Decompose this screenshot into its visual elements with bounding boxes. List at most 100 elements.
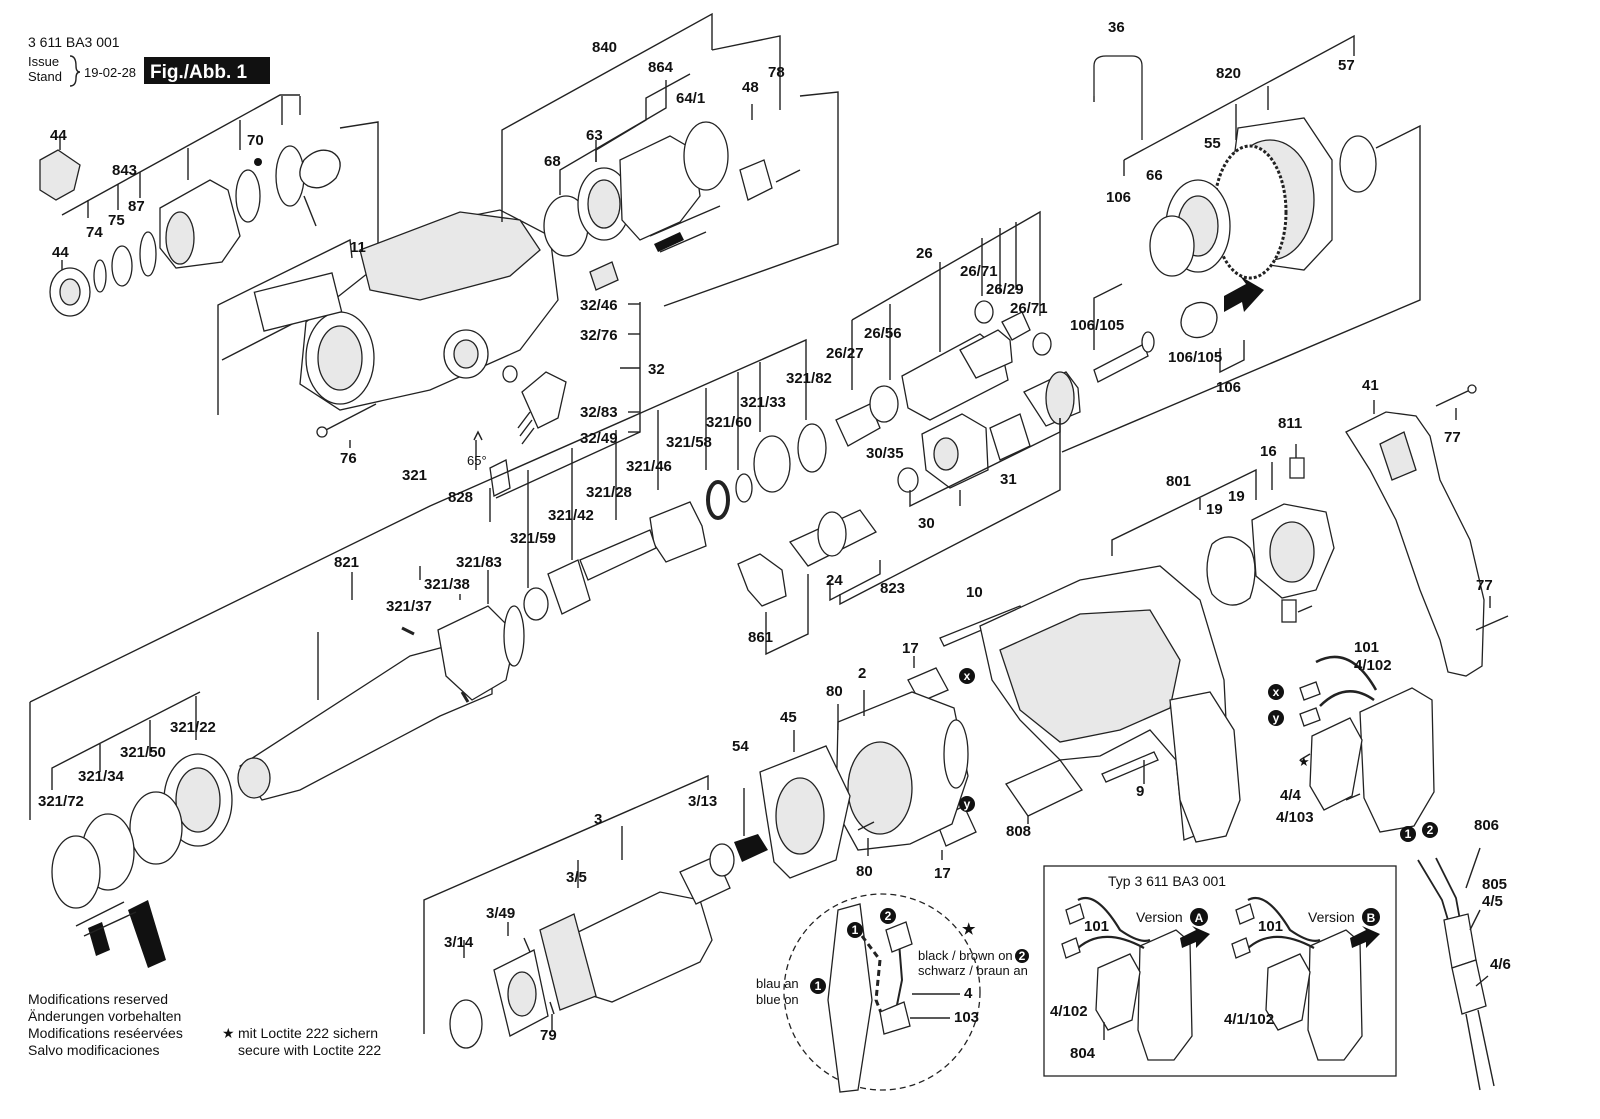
part-44-cap: [39, 149, 81, 201]
part-3-13-bearing: [709, 843, 735, 877]
label-321-58: 321/58: [666, 434, 712, 451]
label-4-6: 4/6: [1490, 956, 1511, 973]
svg-text:2: 2: [1427, 823, 1434, 837]
footer: Modifications reserved Änderungen vorbeh…: [28, 991, 381, 1058]
label-321-72: 321/72: [38, 793, 84, 810]
part-321-38-gear: [437, 605, 517, 701]
inset-box: [1043, 865, 1397, 1077]
label-321-42: 321/42: [548, 507, 594, 524]
inset-b-trigger: [1265, 953, 1311, 1031]
label-63: 63: [586, 127, 603, 144]
label-74: 74: [86, 224, 103, 241]
schwarz-braun-an-text: schwarz / braun an: [918, 963, 1028, 978]
label-9: 9: [1136, 783, 1144, 800]
part-106-coil: [1180, 301, 1218, 339]
label-801: 801: [1166, 473, 1191, 490]
label-26: 26: [916, 245, 933, 262]
label-45: 45: [780, 709, 797, 726]
part-321-59: [523, 587, 549, 621]
stand-label: Stand: [28, 69, 62, 84]
inset-version-b: B: [1367, 911, 1376, 925]
part-321-46: [649, 501, 707, 563]
label-864: 864: [648, 59, 674, 76]
inset-4-102: 4/102: [1050, 1003, 1088, 1020]
part-54: [734, 834, 768, 862]
part-106-105-spring: [1093, 343, 1149, 383]
label-76: 76: [340, 450, 357, 467]
inset-b-switch: [1307, 929, 1363, 1061]
leader-823: [839, 418, 1061, 606]
leader-78: [711, 35, 781, 110]
label-3-5: 3/5: [566, 869, 587, 886]
part-31-bearing: [989, 413, 1031, 461]
part-77-screw-bottom: [1475, 615, 1509, 631]
part-861-bracket: [737, 553, 787, 607]
label-26-27: 26/27: [826, 345, 864, 362]
label-77-bottom: 77: [1476, 577, 1493, 594]
switch-group: [1299, 655, 1435, 833]
label-321-82: 321/82: [786, 370, 832, 387]
label-32-49: 32/49: [580, 430, 618, 447]
label-41: 41: [1362, 377, 1379, 394]
part-57-ring: [1339, 135, 1377, 193]
part-101-cable: [1315, 655, 1378, 691]
svg-text:1: 1: [1405, 827, 1412, 841]
label-321-34: 321/34: [78, 768, 125, 785]
loctite-line-2: secure with Loctite 222: [238, 1042, 381, 1058]
label-823: 823: [880, 580, 905, 597]
part-87-ring: [139, 231, 157, 277]
label-843: 843: [112, 162, 137, 179]
marker-1-cord: 1: [1400, 826, 1416, 842]
part-30-35: [897, 467, 919, 493]
part-79-screw: [549, 1001, 555, 1015]
label-54: 54: [732, 738, 749, 755]
inset-title: Typ 3 611 BA3 001: [1108, 873, 1226, 889]
handle-group: [1345, 384, 1509, 677]
label-103-detail: 103: [954, 1009, 979, 1026]
part-32-lever: [521, 371, 567, 429]
label-80-top: 80: [826, 683, 843, 700]
label-32-76: 32/76: [580, 327, 618, 344]
svg-text:2: 2: [885, 909, 892, 923]
stator-group: [759, 656, 977, 879]
frame-840-right: [663, 91, 839, 307]
marker-y-2: y: [1268, 710, 1284, 726]
part-321-60-oring: [735, 473, 753, 503]
label-4-4: 4/4: [1280, 787, 1302, 804]
label-3-13: 3/13: [688, 793, 717, 810]
leader-820: [1123, 34, 1355, 161]
label-806: 806: [1474, 817, 1499, 834]
marker-x-1: x: [959, 668, 975, 684]
svg-text:2: 2: [1019, 949, 1026, 963]
part-78-screw: [775, 169, 801, 183]
label-78: 78: [768, 64, 785, 81]
inset-version-b-label: Version: [1308, 909, 1355, 925]
label-820: 820: [1216, 65, 1241, 82]
issue-date: 19-02-28: [84, 65, 136, 80]
modifications-es: Salvo modificaciones: [28, 1042, 160, 1058]
label-70: 70: [247, 132, 264, 149]
part-75-washer: [111, 245, 133, 287]
part-864-cylinder: [619, 135, 701, 241]
part-821-barrel: [239, 639, 493, 801]
field-housing-group: [939, 565, 1241, 843]
label-11: 11: [350, 239, 366, 256]
leader-840: [501, 12, 713, 222]
barrel-821-group: [29, 566, 525, 968]
label-805: 805: [1482, 876, 1507, 893]
part-4-103-screw: [1345, 793, 1361, 801]
part-55-gasket: [1212, 144, 1288, 280]
part-26-27: [835, 403, 881, 447]
label-26-56: 26/56: [864, 325, 902, 342]
label-4-102: 4/102: [1354, 657, 1392, 674]
part-brush-lower: [1281, 599, 1297, 623]
svg-text:y: y: [1273, 711, 1280, 725]
spindle-top-group: [501, 12, 839, 307]
svg-text:x: x: [1273, 685, 1280, 699]
part-48-plate: [739, 159, 773, 201]
label-2: 2: [858, 665, 866, 682]
leader-843: [61, 94, 300, 216]
inset-101-a: 101: [1084, 918, 1109, 935]
label-3-14: 3/14: [444, 934, 474, 951]
